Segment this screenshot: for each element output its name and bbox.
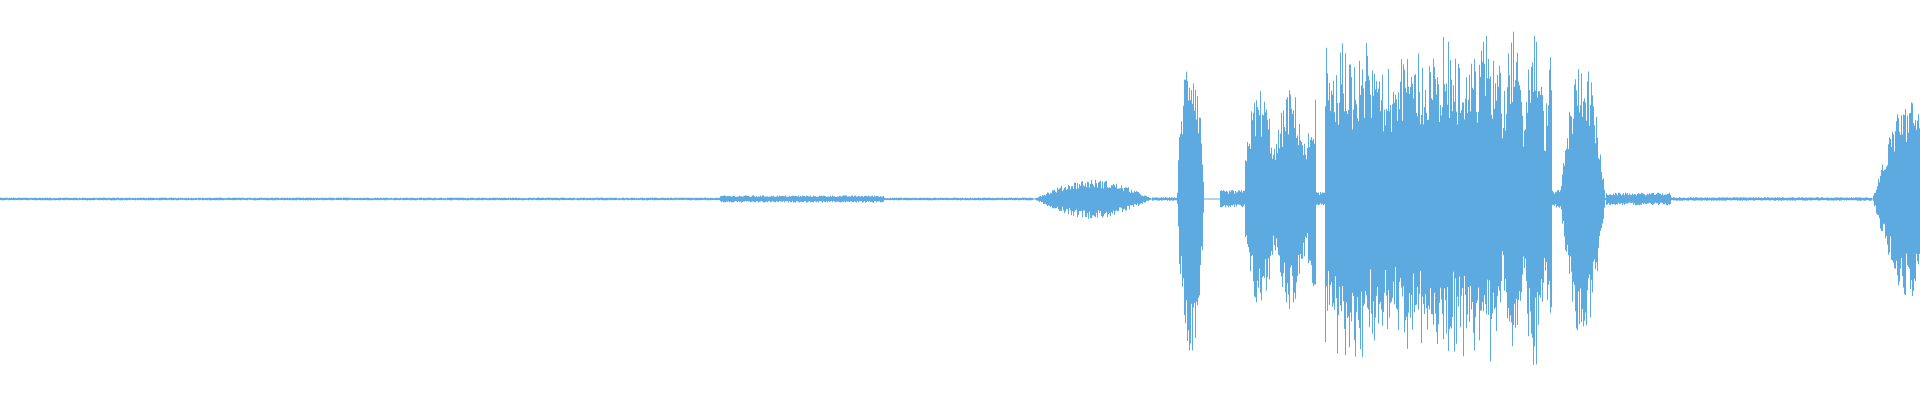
waveform-path — [0, 31, 1920, 365]
